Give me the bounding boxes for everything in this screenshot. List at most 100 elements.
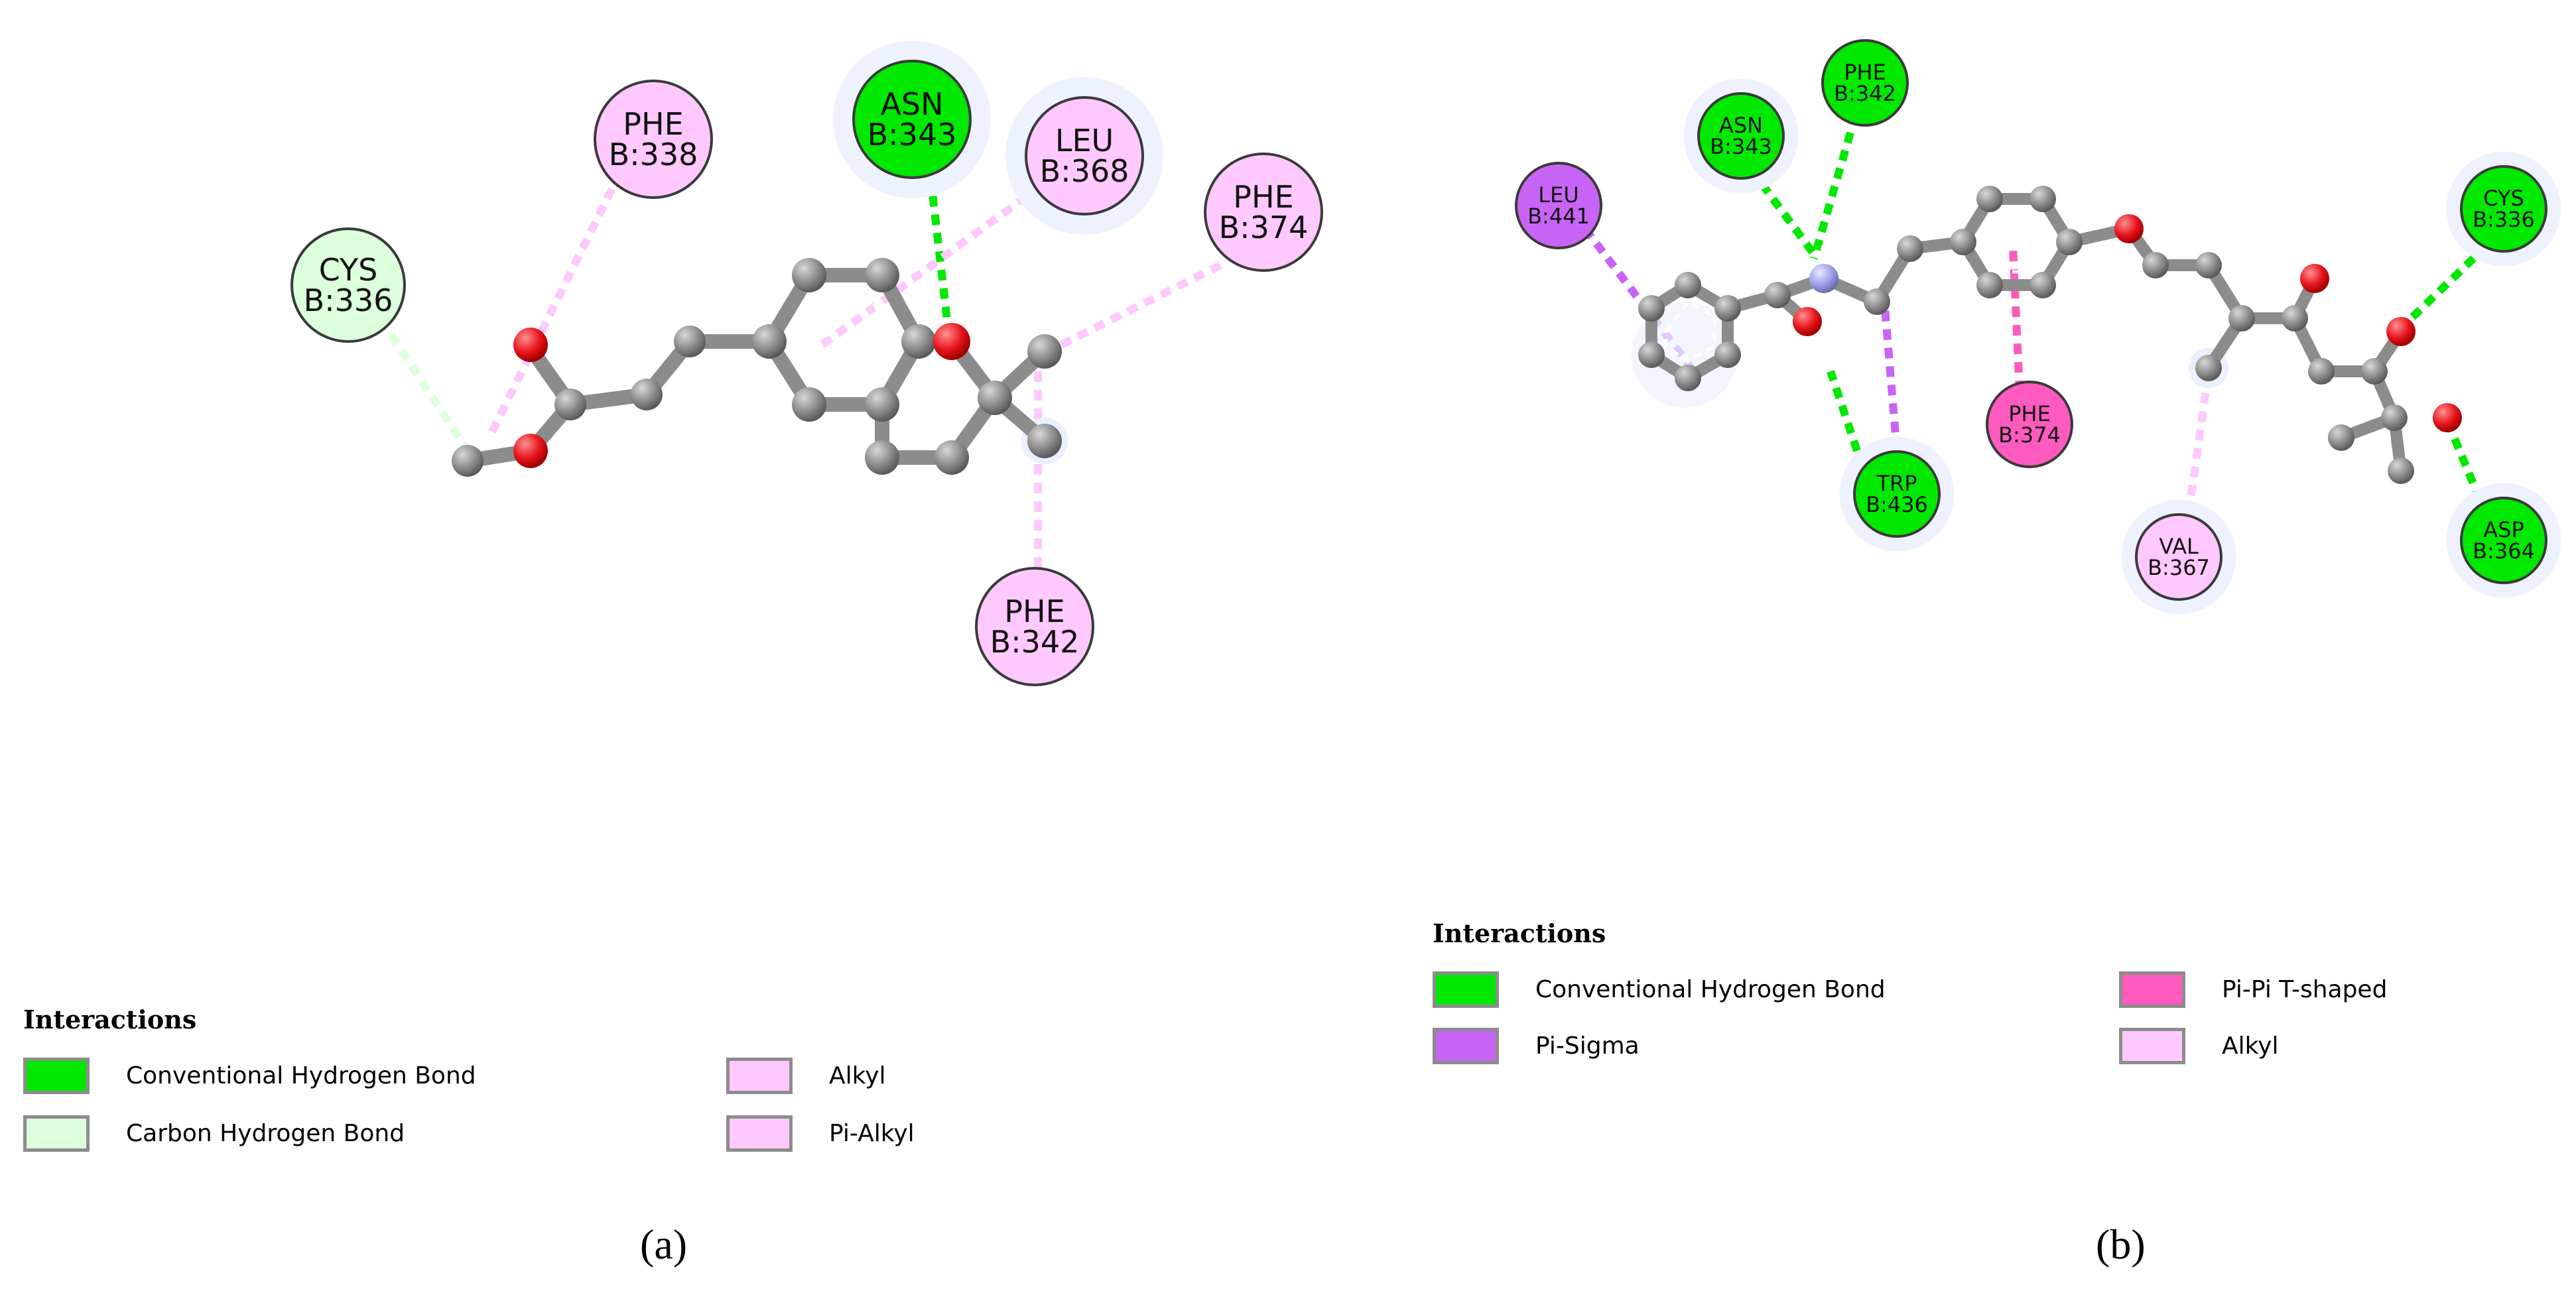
panel-a-residue-disc-cys336	[290, 227, 406, 343]
panel-b-residue-name-phe374: PHE	[2008, 401, 2051, 426]
legend-a-label-conventional-h: Conventional Hydrogen Bond	[126, 1062, 476, 1089]
legend-b-label-conventional-h: Conventional Hydrogen Bond	[1535, 976, 1886, 1003]
legend-a-label-alkyl: Alkyl	[829, 1062, 886, 1089]
legend-b-swatch-alkyl	[2119, 1028, 2185, 1064]
panel-b-residues: LEUB:441ASNB:343PHEB:342TRPB:436PHEB:374…	[1515, 39, 2561, 615]
panel-a-residue-disc-phe374	[1204, 153, 1323, 272]
panel-a-residue-name-phe374: PHE	[1233, 179, 1293, 215]
bond-cys336-b	[2398, 242, 2490, 332]
bond-leu368-a	[820, 182, 1044, 348]
panel-a-residue-name-leu368: LEU	[1055, 123, 1114, 158]
panel-b-residue-disc-leu441	[1515, 162, 1602, 249]
legend-b-item-pi-pi-t: Pi-Pi T-shaped	[2119, 971, 2387, 1008]
legend-a-swatch-carbon-h	[23, 1115, 90, 1152]
panel-a-residue-pos-phe342: B:342	[990, 624, 1080, 660]
panel-b-residue-disc-asp364	[2460, 497, 2547, 584]
panel-a-residue-pos-asn343: B:343	[868, 117, 957, 153]
bond-phe338-a	[487, 170, 624, 436]
legend-a-label-carbon-h: Carbon Hydrogen Bond	[126, 1120, 405, 1147]
panel-a-residue-pos-phe338: B:338	[609, 137, 698, 172]
legend-b-swatch-pi-sigma	[1433, 1028, 1499, 1064]
panel-a-residue-pos-leu368: B:368	[1040, 153, 1129, 189]
panel-a-residue-name-cys336: CYS	[319, 252, 378, 288]
legend-a-swatch-conventional-h	[23, 1058, 90, 1094]
panel-b-residue-name-leu441: LEU	[1538, 182, 1578, 208]
panel-b-residue-pos-phe374: B:374	[1998, 422, 2061, 448]
panel-a-residue-disc-phe338	[594, 80, 713, 199]
panel-a-residue-pos-phe374: B:374	[1219, 210, 1309, 245]
legend-b-title: Interactions	[1433, 918, 1606, 948]
legend-b-label-pi-pi-t: Pi-Pi T-shaped	[2222, 976, 2388, 1003]
legend-a-title: Interactions	[23, 1005, 197, 1034]
caption-a: (a)	[640, 1221, 688, 1268]
panel-a-residue-name-asn343: ASN	[880, 86, 943, 122]
panel-b-residue-disc-trp436	[1853, 450, 1941, 538]
panel-a-residue-name-phe338: PHE	[623, 106, 683, 142]
panel-b-residue-disc-phe342	[1821, 39, 1909, 127]
panel-b-residue-pos-cys336: B:336	[2473, 207, 2535, 232]
legend-b-item-pi-sigma: Pi-Sigma	[1433, 1028, 1640, 1064]
chain-bonds1-b	[1722, 236, 1969, 314]
legend-a: Interactions Conventional Hydrogen Bond …	[23, 1005, 1018, 1203]
panel-b-residue-pos-phe342: B:342	[1834, 81, 1896, 106]
legend-a-swatch-alkyl	[726, 1058, 793, 1094]
panel-a-residue-disc-leu368	[1025, 96, 1144, 216]
aromatic-circle-b1	[1664, 299, 1716, 363]
panel-b-residue-pos-leu441: B:441	[1527, 204, 1590, 229]
chain-bonds-a	[460, 334, 777, 468]
panel-a-residue-pos-cys336: B:336	[304, 282, 393, 318]
legend-a-item-alkyl: Alkyl	[726, 1058, 886, 1094]
aromatic-circle-a	[790, 293, 897, 387]
panel-b-residue-disc-phe374	[1986, 381, 2073, 468]
bond-cys336-a	[387, 332, 472, 454]
panel-b-residue-disc-val367	[2135, 513, 2222, 601]
panel-b-residue-name-cys336: CYS	[2483, 186, 2524, 211]
panel-b-residue-pos-val367: B:367	[2148, 555, 2210, 580]
panel-b-residue-name-trp436: TRP	[1876, 471, 1917, 496]
panel-b-residue-pos-asn343: B:343	[1710, 134, 1772, 159]
bond-trp436-pisigma-b	[1880, 291, 1901, 452]
legend-b-label-pi-sigma: Pi-Sigma	[1535, 1032, 1640, 1060]
panel-a-molecule	[387, 158, 1222, 584]
panel-b-residue-pos-asp364: B:364	[2473, 538, 2535, 564]
legend-b-item-conventional-h: Conventional Hydrogen Bond	[1433, 971, 1886, 1008]
bond-phe374-a	[1046, 261, 1222, 355]
panel-b-residue-name-phe342: PHE	[1844, 60, 1886, 85]
legend-b: Interactions Conventional Hydrogen Bond …	[1433, 918, 2560, 1091]
legend-b-swatch-conventional-h	[1433, 971, 1499, 1008]
panel-b-residue-name-asn343: ASN	[1719, 113, 1763, 138]
aromatic-circle-b2	[1977, 210, 2055, 274]
panel-b-residue-disc-asn343	[1697, 92, 1785, 180]
bond-phe374-b	[2009, 245, 2024, 392]
panel-b-residue-name-asp364: ASP	[2483, 517, 2524, 542]
chain-bonds2-b	[2063, 221, 2407, 377]
legend-b-item-alkyl: Alkyl	[2119, 1028, 2279, 1064]
panel-a-residue-name-phe342: PHE	[1004, 593, 1064, 629]
aura-ring1-b	[1632, 302, 1738, 408]
legend-a-item-carbon-h: Carbon Hydrogen Bond	[23, 1115, 405, 1152]
bond-val367-b	[2185, 371, 2213, 515]
legend-b-swatch-pi-pi-t	[2119, 971, 2185, 1008]
legend-a-label-pi-alkyl: Pi-Alkyl	[829, 1120, 915, 1147]
legend-a-swatch-pi-alkyl	[726, 1115, 793, 1152]
bond-phe342-b	[1810, 131, 1854, 260]
panel-a-residue-disc-phe342	[975, 567, 1094, 686]
panel-b-residue-name-val367: VAL	[2159, 534, 2199, 559]
panel-b-molecule	[1582, 131, 2491, 519]
panel-b-residue-disc-cys336	[2460, 165, 2547, 253]
atoms-a	[452, 258, 1062, 477]
